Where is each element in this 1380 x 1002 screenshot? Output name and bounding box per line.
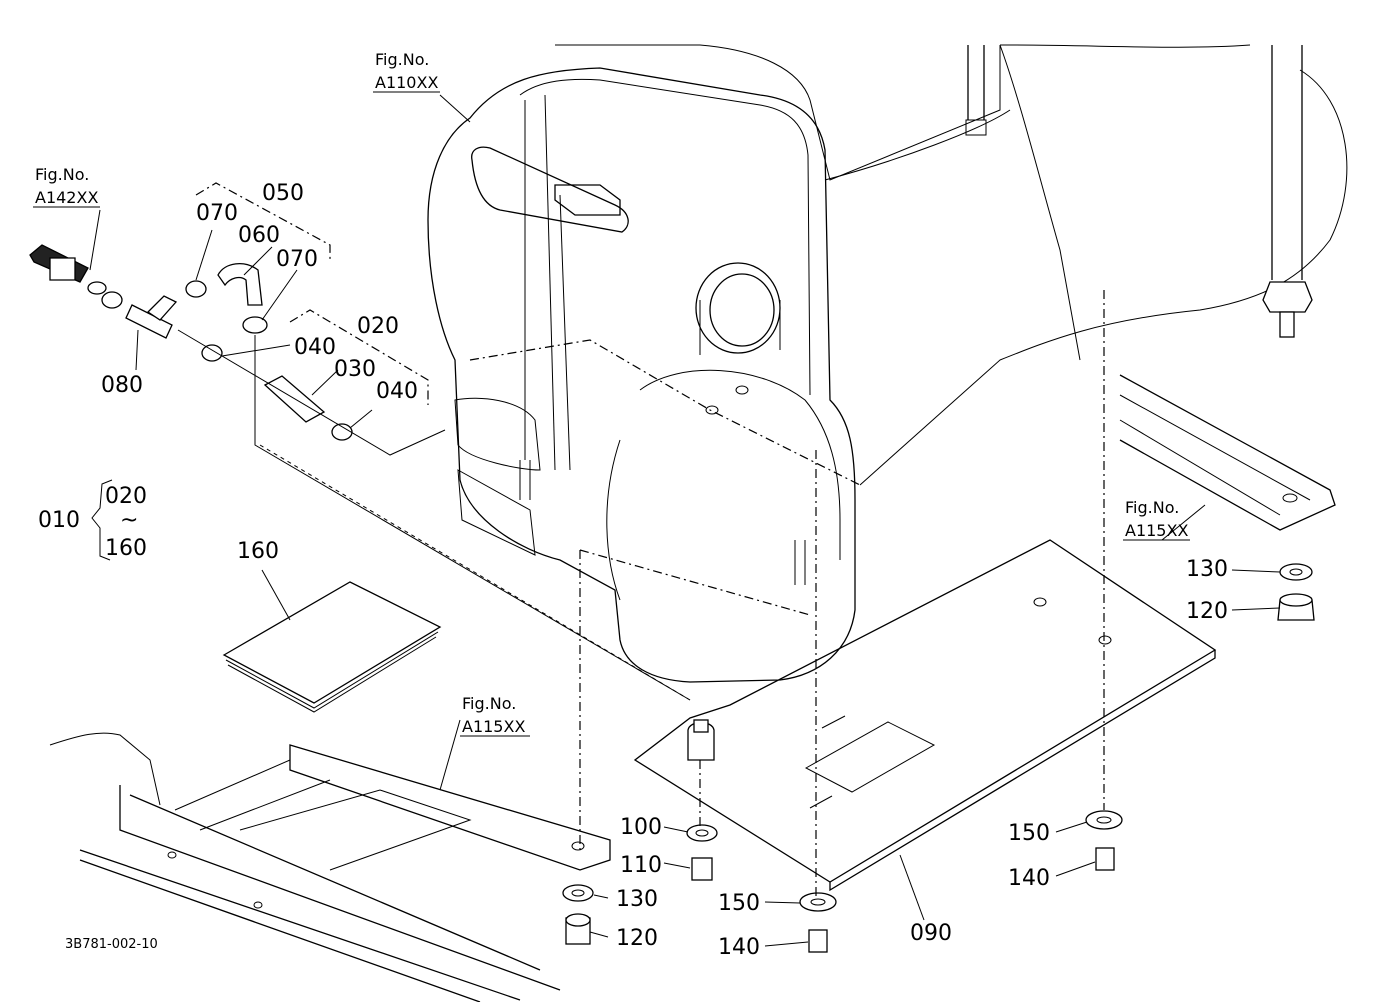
group-brackets bbox=[91, 182, 429, 561]
fig-ref-frame-bottom: Fig.No. A115XX bbox=[460, 694, 530, 737]
fig-ref-title: Fig.No. bbox=[1125, 498, 1179, 517]
fig-ref-code: A115XX bbox=[462, 717, 525, 736]
callout-090: 090 bbox=[910, 921, 952, 946]
fig-ref-title: Fig.No. bbox=[375, 50, 429, 69]
callout-070: 070 bbox=[196, 201, 238, 226]
bracket-plate bbox=[633, 539, 1217, 892]
center-lines bbox=[259, 290, 1105, 900]
callout-080: 080 bbox=[101, 373, 143, 398]
hose-assembly bbox=[29, 244, 691, 701]
fig-ref-tank: Fig.No. A110XX bbox=[373, 50, 440, 93]
callout-150: 150 bbox=[1008, 821, 1050, 846]
callout-130: 130 bbox=[1186, 557, 1228, 582]
callout-040: 040 bbox=[376, 379, 418, 404]
callout-140: 140 bbox=[718, 935, 760, 960]
callout-050: 050 bbox=[262, 181, 304, 206]
fig-ref-title: Fig.No. bbox=[462, 694, 516, 713]
drawing-code: 3B781-002-10 bbox=[65, 937, 158, 952]
callout-070: 070 bbox=[276, 247, 318, 272]
callout-160: 160 bbox=[237, 539, 279, 564]
callout-030: 030 bbox=[334, 357, 376, 382]
fig-ref-code: A142XX bbox=[35, 188, 98, 207]
callout-040: 040 bbox=[294, 335, 336, 360]
fig-ref-coupler: Fig.No. A142XX bbox=[33, 165, 100, 208]
hardware bbox=[562, 563, 1315, 953]
fig-ref-frame-right: Fig.No. A115XX bbox=[1123, 498, 1190, 541]
range-separator: ~ bbox=[120, 508, 138, 533]
callout-150: 150 bbox=[718, 891, 760, 916]
callout-140: 140 bbox=[1008, 866, 1050, 891]
frame-bottom bbox=[49, 732, 611, 1002]
range-end: 160 bbox=[105, 536, 147, 561]
leader-lines bbox=[89, 94, 1281, 947]
frame-right bbox=[1119, 374, 1336, 531]
fig-ref-title: Fig.No. bbox=[35, 165, 89, 184]
callout-120: 120 bbox=[616, 926, 658, 951]
callout-100: 100 bbox=[620, 815, 662, 840]
manual bbox=[222, 581, 442, 713]
callout-020: 020 bbox=[357, 314, 399, 339]
callout-110: 110 bbox=[620, 853, 662, 878]
callouts: 050 070 060 070 020 040 030 040 080 010 … bbox=[38, 181, 1228, 960]
fuel-tank bbox=[427, 44, 1348, 683]
callout-130: 130 bbox=[616, 887, 658, 912]
callout-060: 060 bbox=[238, 223, 280, 248]
range-start: 020 bbox=[105, 484, 147, 509]
fig-ref-code: A110XX bbox=[375, 73, 438, 92]
callout-120: 120 bbox=[1186, 599, 1228, 624]
callout-010: 010 bbox=[38, 508, 80, 533]
fig-ref-code: A115XX bbox=[1125, 521, 1188, 540]
